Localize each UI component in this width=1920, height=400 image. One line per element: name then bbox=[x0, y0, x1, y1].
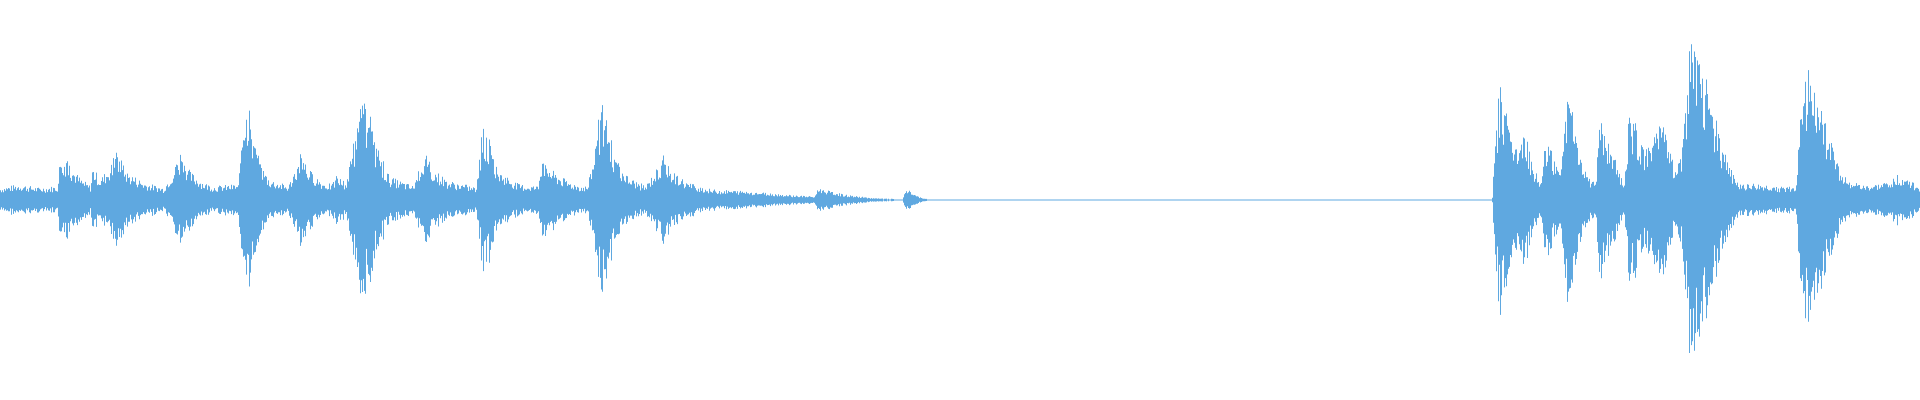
waveform-amplitude-path bbox=[0, 44, 1920, 353]
waveform-bars bbox=[0, 44, 1920, 353]
